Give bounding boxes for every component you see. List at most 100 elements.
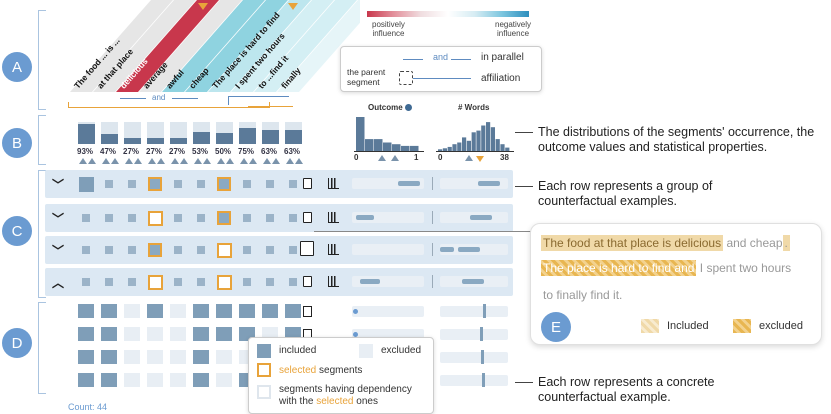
- included-cell[interactable]: [216, 327, 232, 341]
- included-cell[interactable]: [193, 327, 209, 341]
- segment-cell[interactable]: [105, 214, 113, 222]
- segment-cell[interactable]: [197, 180, 205, 188]
- excluded-cell[interactable]: [124, 350, 140, 364]
- occurrence-bar-6[interactable]: [216, 133, 233, 144]
- included-cell[interactable]: [285, 304, 301, 318]
- segment-cell[interactable]: [289, 214, 297, 222]
- occurrence-bar-9[interactable]: [285, 130, 302, 144]
- segment-cell[interactable]: [174, 214, 182, 222]
- segment-cell[interactable]: [243, 246, 251, 254]
- chevron-down-icon[interactable]: ﹀: [52, 212, 65, 226]
- segment-cell[interactable]: [105, 246, 113, 254]
- document-icon[interactable]: [303, 178, 312, 189]
- segment-cell[interactable]: [174, 278, 182, 286]
- segment-cell[interactable]: [105, 180, 113, 188]
- occurrence-arrow-1-0[interactable]: [102, 158, 110, 164]
- occurrence-arrow-0-0[interactable]: [79, 158, 87, 164]
- included-cell[interactable]: [193, 350, 209, 364]
- segment-cell[interactable]: [128, 214, 136, 222]
- chart-icon[interactable]: [328, 178, 339, 189]
- document-icon[interactable]: [303, 306, 312, 317]
- segment-cell[interactable]: [243, 180, 251, 188]
- occurrence-bar-7[interactable]: [239, 127, 256, 144]
- occurrence-bar-5[interactable]: [193, 132, 210, 144]
- segment-cell[interactable]: [289, 246, 297, 254]
- occurrence-arrow-3-1[interactable]: [157, 158, 165, 164]
- segment-cell[interactable]: [78, 176, 94, 192]
- group-row[interactable]: [45, 236, 513, 264]
- document-icon[interactable]: [303, 276, 312, 287]
- included-cell[interactable]: [78, 350, 94, 364]
- included-cell[interactable]: [193, 304, 209, 318]
- segment-cell[interactable]: [82, 278, 90, 286]
- chevron-up-icon[interactable]: ︿: [52, 276, 65, 290]
- included-cell[interactable]: [101, 327, 117, 341]
- chart-icon[interactable]: [328, 212, 339, 223]
- occurrence-arrow-9-0[interactable]: [286, 158, 294, 164]
- segment-label-5[interactable]: cheap: [187, 65, 211, 91]
- segment-cell[interactable]: [105, 278, 113, 286]
- excluded-cell[interactable]: [147, 373, 163, 387]
- segment-cell[interactable]: [197, 246, 205, 254]
- occurrence-bar-4[interactable]: [170, 138, 187, 144]
- occurrence-arrow-4-1[interactable]: [180, 158, 188, 164]
- document-icon[interactable]: [303, 212, 312, 223]
- segment-cell[interactable]: [217, 177, 231, 191]
- segment-cell[interactable]: [147, 274, 163, 290]
- occurrence-arrow-6-1[interactable]: [226, 158, 234, 164]
- excluded-cell[interactable]: [170, 327, 186, 341]
- occurrence-arrow-8-0[interactable]: [263, 158, 271, 164]
- segment-cell[interactable]: [148, 177, 162, 191]
- segment-cell[interactable]: [266, 180, 274, 188]
- excluded-cell[interactable]: [170, 373, 186, 387]
- segment-cell[interactable]: [266, 278, 274, 286]
- segment-cell[interactable]: [216, 274, 232, 290]
- chevron-down-icon[interactable]: ﹀: [52, 244, 65, 258]
- occurrence-bar-2[interactable]: [124, 138, 141, 144]
- included-cell[interactable]: [193, 373, 209, 387]
- chart-icon[interactable]: [328, 244, 339, 255]
- excluded-cell[interactable]: [124, 373, 140, 387]
- excluded-cell[interactable]: [147, 350, 163, 364]
- occurrence-arrow-7-0[interactable]: [240, 158, 248, 164]
- included-cell[interactable]: [101, 373, 117, 387]
- included-cell[interactable]: [101, 350, 117, 364]
- included-cell[interactable]: [262, 304, 278, 318]
- segment-cell[interactable]: [197, 214, 205, 222]
- chart-icon[interactable]: [328, 276, 339, 287]
- segment-cell[interactable]: [82, 214, 90, 222]
- segment-cell[interactable]: [174, 180, 182, 188]
- occurrence-arrow-8-1[interactable]: [272, 158, 280, 164]
- occurrence-bar-1[interactable]: [101, 133, 118, 144]
- segment-cell[interactable]: [289, 278, 297, 286]
- segment-cell[interactable]: [128, 278, 136, 286]
- segment-cell[interactable]: [289, 180, 297, 188]
- included-cell[interactable]: [216, 304, 232, 318]
- segment-cell[interactable]: [82, 246, 90, 254]
- included-cell[interactable]: [78, 304, 94, 318]
- occurrence-arrow-0-1[interactable]: [88, 158, 96, 164]
- segment-cell[interactable]: [243, 278, 251, 286]
- segment-cell[interactable]: [128, 180, 136, 188]
- segment-cell[interactable]: [174, 246, 182, 254]
- occurrence-arrow-2-1[interactable]: [134, 158, 142, 164]
- occurrence-arrow-4-0[interactable]: [171, 158, 179, 164]
- group-row[interactable]: [45, 170, 513, 198]
- segment-label-4[interactable]: awful: [164, 67, 186, 91]
- included-cell[interactable]: [239, 304, 255, 318]
- segment-cell[interactable]: [128, 246, 136, 254]
- group-row[interactable]: [45, 204, 513, 232]
- chevron-down-icon[interactable]: ﹀: [52, 178, 65, 192]
- occurrence-arrow-3-0[interactable]: [148, 158, 156, 164]
- occurrence-bar-0[interactable]: [78, 123, 95, 144]
- occurrence-arrow-7-1[interactable]: [249, 158, 257, 164]
- segment-cell[interactable]: [217, 211, 231, 225]
- included-cell[interactable]: [78, 327, 94, 341]
- excluded-cell[interactable]: [216, 350, 232, 364]
- segment-cell[interactable]: [216, 242, 232, 258]
- included-cell[interactable]: [147, 304, 163, 318]
- occurrence-arrow-5-1[interactable]: [203, 158, 211, 164]
- occurrence-arrow-5-0[interactable]: [194, 158, 202, 164]
- excluded-cell[interactable]: [124, 304, 140, 318]
- segment-label-9[interactable]: finally: [279, 65, 303, 91]
